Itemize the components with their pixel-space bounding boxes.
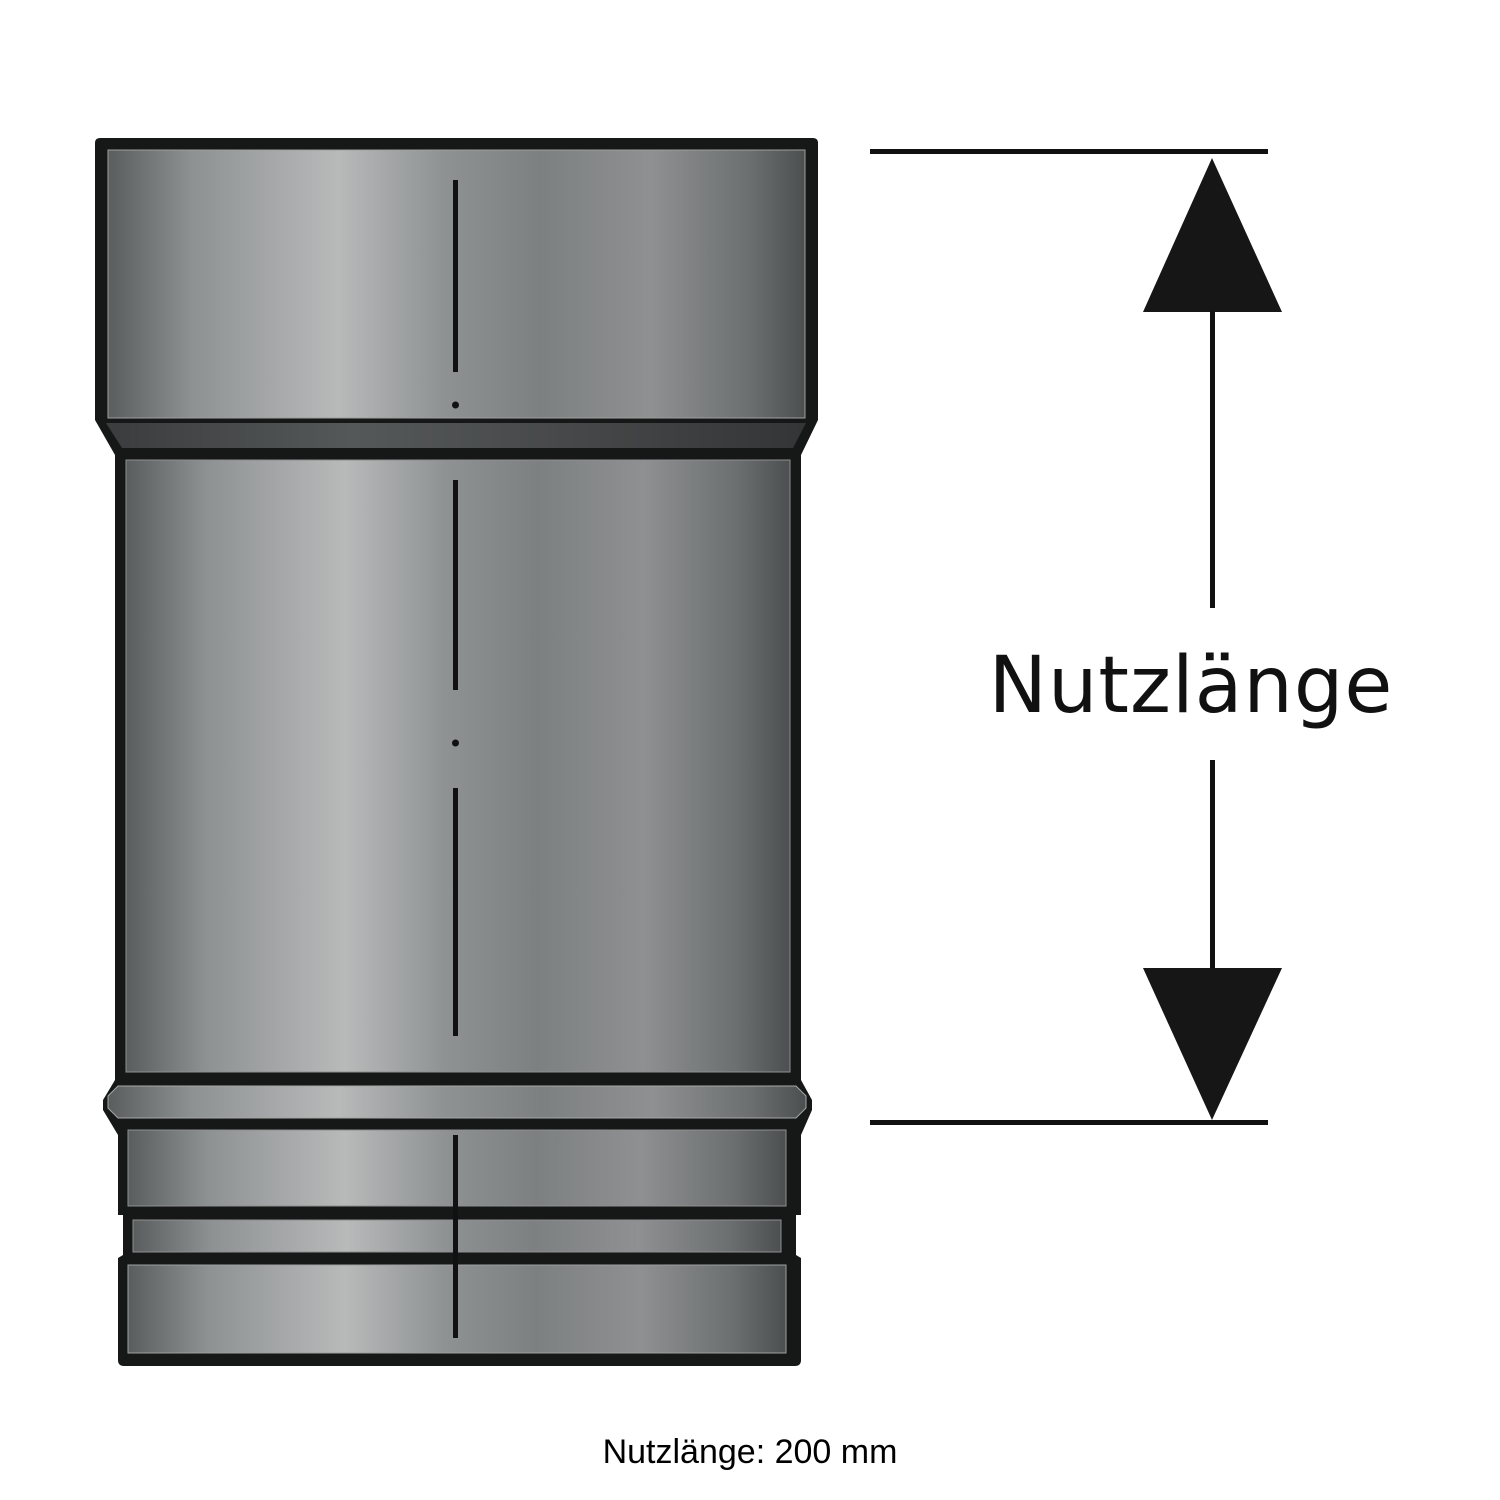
dimension-label: Nutzlänge: [966, 636, 1416, 736]
technical-drawing: Nutzlänge: [95, 138, 1416, 1366]
dimension-bottom-line: [870, 1120, 1268, 1125]
arrow-down-icon: [1143, 968, 1282, 1120]
dimension-annotation: [870, 149, 1282, 1125]
center-line: [452, 180, 459, 1338]
arrow-up-icon: [1143, 158, 1282, 312]
dimension-top-line: [870, 149, 1268, 154]
caption: Nutzlänge: 200 mm: [602, 1433, 898, 1471]
